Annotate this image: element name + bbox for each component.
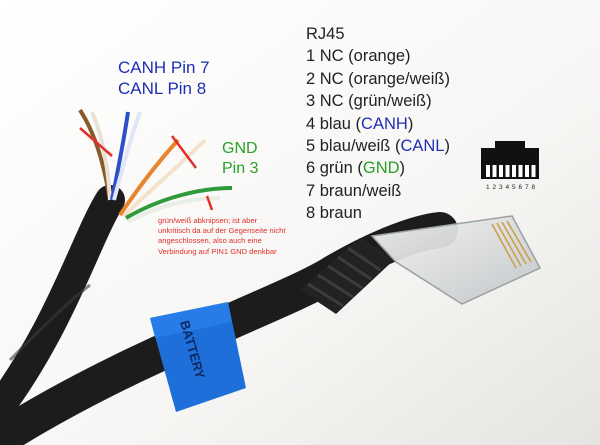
tape-shine [150,302,232,338]
cut-note: grün/weiß abknipsen; ist aber unkritisch… [158,216,285,257]
legend-item: 7 braun/weiß [306,181,402,200]
legend-item: 6 grün (GND) [306,159,406,178]
legend-highlight: CANL [400,137,445,156]
cable-highlight [8,283,91,362]
gnd-title: GND [222,140,258,157]
gnd-labels: GND Pin 3 [222,139,258,179]
pin-number: 6 [518,184,523,191]
can-labels: CANH Pin 7 CANL Pin 8 [118,57,210,99]
note-line: grün/weiß abknipsen; ist aber [158,216,258,225]
wire-brown-white [90,111,112,201]
pin-number: 2 [492,184,497,191]
note-line: Verbindung auf PIN1 GND denkbar [158,246,277,256]
canl-label: CANL Pin 8 [118,79,207,98]
legend-title: RJ45 [306,25,345,43]
wire-green [124,186,233,220]
wire-green-white [127,196,221,224]
legend-item: 5 blau/weiß (CANL) [306,137,450,156]
legend-item: 3 NC (grün/weiß) [306,92,432,111]
wire-orange [118,138,180,217]
rj45-plug [370,215,542,305]
pin-number: 4 [505,184,510,191]
cable-jacket-left [0,185,125,432]
rj45-pinout-icon [481,141,539,179]
pin-number: 7 [525,184,529,191]
canh-label: CANH Pin 7 [118,58,210,77]
legend-highlight: CANH [361,114,408,133]
boot-ribs [307,246,381,308]
rj45-legend: RJ45 1 NC (orange) 2 NC (orange/weiß) 3 … [306,23,450,225]
legend-item: 8 braun [306,204,362,223]
legend-item: 4 blau (CANH) [306,114,414,133]
legend-item: 2 NC (orange/weiß) [306,69,450,88]
cut-mark-orange [171,135,197,169]
pin-number: 8 [531,184,536,191]
pin-number: 1 [486,184,490,191]
wire-blue-white [112,111,142,201]
note-line: angeschlossen, also auch eine [158,236,262,246]
gnd-pin: Pin 3 [222,160,259,177]
plug-contacts [491,220,532,269]
wire-orange-white [122,138,207,218]
legend-item: 1 NC (orange) [306,47,411,66]
wire-blue [110,111,130,201]
cut-mark-green-white [205,195,214,211]
cut-mark-brown [79,127,113,157]
pin-number: 3 [499,184,503,191]
pin-number: 5 [512,184,516,191]
legend-highlight: GND [362,159,400,178]
note-line: unkritisch da auf der Gegenseite nicht [158,226,286,236]
